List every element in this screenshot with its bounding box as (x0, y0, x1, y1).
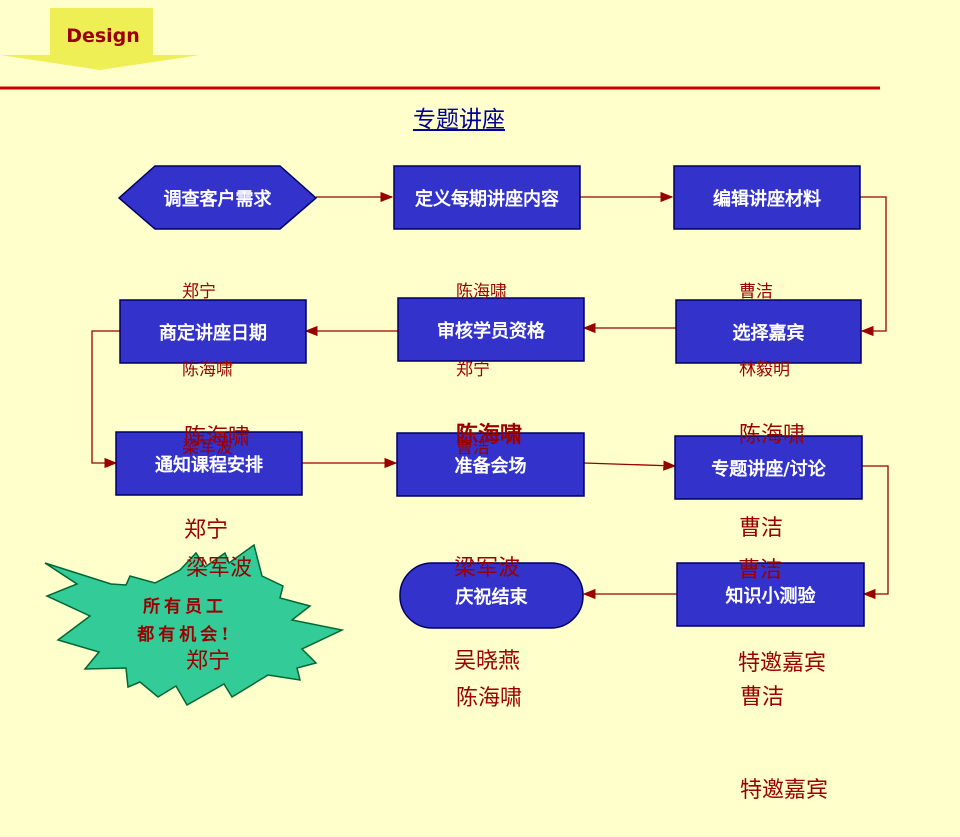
person-name: 陈海啸 (456, 686, 523, 711)
node-lecture-discussion: 专题讲座/讨论 (675, 436, 862, 499)
person-name: 吴晓燕 (454, 649, 521, 674)
shape-define-content (393, 165, 581, 230)
person-name: 梁军波 (454, 556, 521, 581)
node-prepare-venue: 准备会场 (397, 433, 584, 496)
node-define-content: 定义每期讲座内容 (394, 166, 580, 229)
connector-6-7 (91, 330, 120, 469)
node-label: 专题讲座/讨论 (711, 458, 826, 480)
shape-edit-materials (673, 165, 861, 230)
shape-schedule-date (119, 299, 307, 364)
node-select-guests: 选择嘉宾 (676, 300, 861, 363)
node-label: 选择嘉宾 (732, 322, 805, 344)
person-name: 曹洁 (456, 438, 490, 458)
person-name: 特邀嘉宾 (738, 651, 827, 676)
person-name: 特邀嘉宾 (740, 778, 829, 803)
person-name: 曹洁 (739, 516, 784, 541)
shape-hexagon-survey (117, 165, 318, 230)
person-name: 陈海啸 (184, 425, 251, 450)
person-name: 曹洁 (738, 558, 783, 583)
node-edit-materials: 编辑讲座材料 (674, 166, 860, 229)
names-notify-schedule: 梁军波 郑宁 (186, 491, 252, 708)
names-review-qualification: 陈海啸 (456, 358, 522, 482)
node-notify-schedule: 通知课程安排 (116, 432, 302, 495)
node-label: 调查客户需求 (163, 188, 272, 210)
person-name: 郑宁 (184, 518, 229, 543)
person-name: 梁军波 (182, 438, 233, 458)
person-name: 林毅明 (739, 360, 790, 380)
node-label: 审核学员资格 (437, 320, 545, 342)
starburst-line: 所有员工 (143, 597, 227, 617)
shape-celebrate-end (399, 562, 584, 629)
header-tab-label: Design (66, 25, 140, 47)
starburst-text: 所有员工 都有机会! (110, 593, 260, 649)
names-select-guests: 陈海啸 曹洁 (739, 358, 805, 575)
connector-3-4 (860, 196, 887, 337)
starburst-line: 都有机会! (137, 625, 233, 645)
page-title: 专题讲座 (413, 107, 505, 133)
names-schedule-date: 陈海啸 郑宁 (184, 360, 250, 577)
shape-select-guests (675, 299, 862, 364)
node-label: 通知课程安排 (155, 454, 263, 476)
node-label: 商定讲座日期 (159, 322, 267, 344)
connector-9-10 (862, 465, 889, 600)
node-label: 定义每期讲座内容 (415, 188, 559, 210)
shape-notify-schedule (115, 431, 303, 496)
node-label: 准备会场 (454, 455, 527, 477)
person-name: 陈海啸 (739, 423, 806, 448)
node-quiz: 知识小测验 (677, 563, 864, 626)
person-name: 陈海啸 (182, 360, 233, 380)
names-prepare-venue: 梁军波 吴晓燕 (454, 491, 520, 708)
node-review-qualification: 审核学员资格 (398, 298, 584, 361)
node-celebrate-end: 庆祝结束 (400, 563, 583, 628)
starburst-shape (44, 543, 345, 707)
names-quiz: 曹洁 特邀嘉宾 (740, 620, 828, 837)
shape-prepare-venue (396, 432, 585, 497)
shape-quiz (676, 562, 865, 627)
node-label: 知识小测验 (725, 585, 816, 607)
person-name: 梁军波 (186, 556, 253, 581)
header-tab (0, 8, 200, 70)
person-name: 曹洁 (740, 685, 785, 710)
person-name: 郑宁 (186, 649, 231, 674)
names-lecture-discussion: 曹洁 特邀嘉宾 (738, 493, 826, 710)
person-name: 陈海啸 (456, 282, 507, 302)
node-survey-needs: 调查客户需求 (119, 166, 316, 229)
person-name: 曹洁 (739, 282, 773, 302)
node-schedule-date: 商定讲座日期 (120, 300, 306, 363)
names-survey-needs: 郑宁 陈海啸 梁军波 (182, 227, 233, 487)
names-celebrate-end: 陈海啸 (456, 621, 522, 745)
connector-8-9 (583, 460, 677, 471)
shape-lecture-discussion (674, 435, 863, 500)
node-label: 庆祝结束 (455, 586, 528, 608)
names-define-content: 陈海啸 郑宁 曹洁 (456, 227, 507, 487)
names-edit-materials: 曹洁 林毅明 (739, 227, 790, 409)
person-name: 陈海啸 (456, 422, 523, 448)
person-name: 郑宁 (456, 360, 490, 380)
shape-review-qualification (397, 297, 585, 362)
diagram-canvas (0, 8, 889, 707)
person-name: 郑宁 (182, 282, 216, 302)
node-label: 编辑讲座材料 (713, 188, 821, 210)
